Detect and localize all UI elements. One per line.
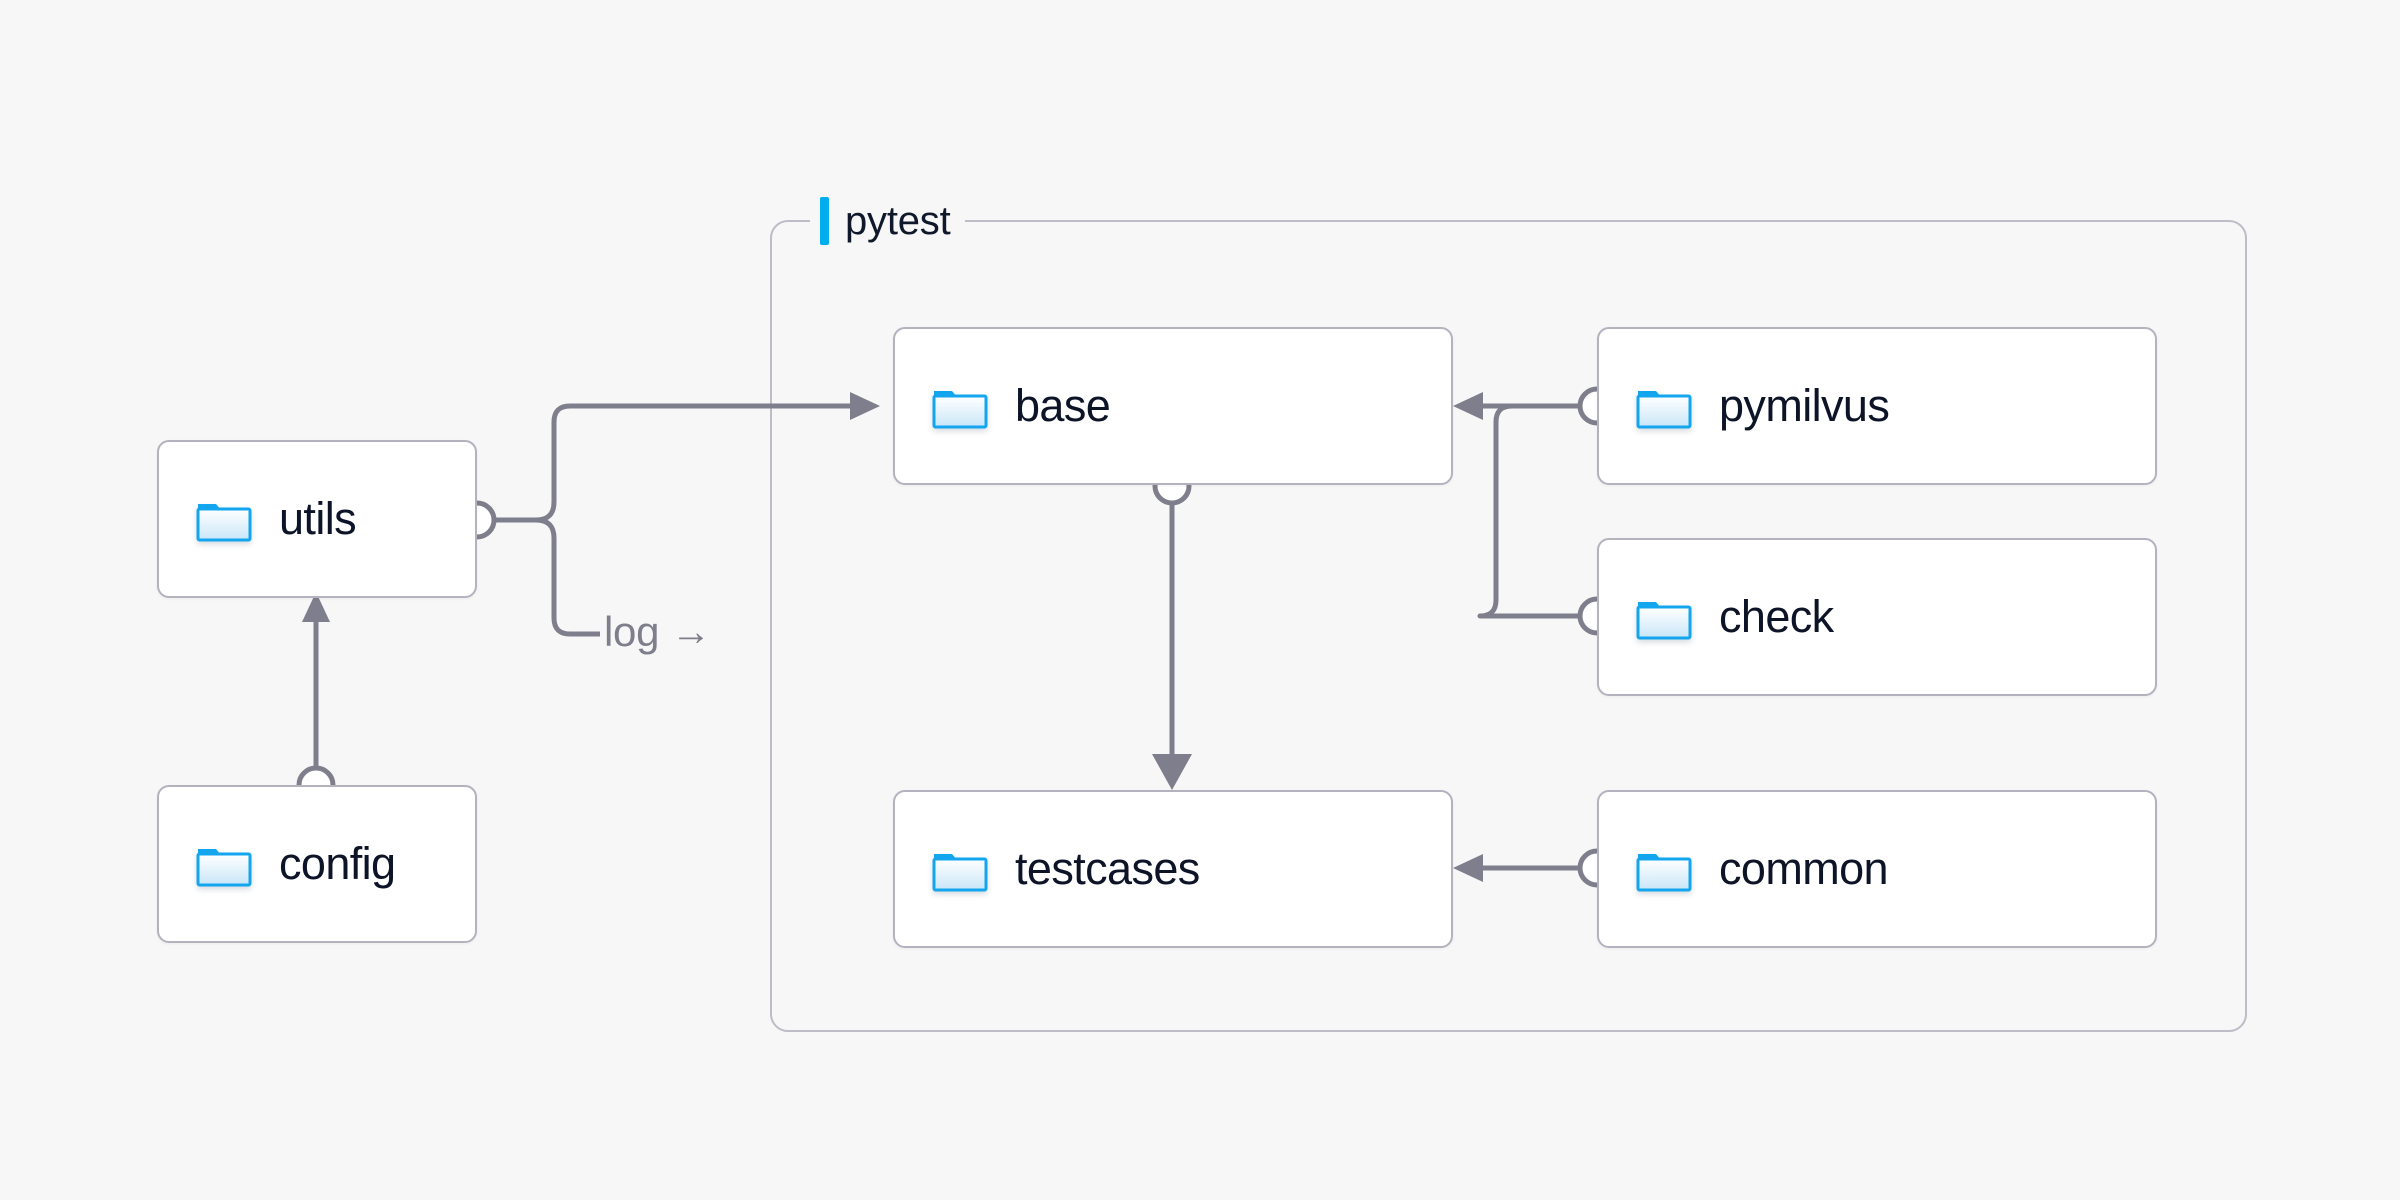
node-config[interactable]: config xyxy=(157,785,477,943)
group-title-text: pytest xyxy=(845,199,951,243)
node-common-label: common xyxy=(1719,843,1889,894)
node-config-label: config xyxy=(279,838,396,889)
node-pymilvus-label: pymilvus xyxy=(1719,380,1890,431)
edge-config-to-utils xyxy=(296,592,336,805)
folder-icon xyxy=(1636,391,1692,429)
node-check-label: check xyxy=(1719,591,1834,642)
arrow-right-icon: → xyxy=(671,609,711,654)
folder-icon xyxy=(196,849,252,887)
node-testcases[interactable]: testcases xyxy=(893,790,1453,948)
node-testcases-label: testcases xyxy=(1015,843,1200,894)
folder-icon xyxy=(1636,854,1692,892)
folder-icon xyxy=(932,854,988,892)
edge-utils-to-log xyxy=(457,500,600,637)
node-base[interactable]: base xyxy=(893,327,1453,485)
node-check[interactable]: check xyxy=(1597,538,2157,696)
node-utils-label: utils xyxy=(279,493,357,544)
folder-icon xyxy=(1636,602,1692,640)
group-pytest-label: pytest xyxy=(810,193,965,249)
edge-label-log: log → xyxy=(604,608,711,656)
group-pytest[interactable] xyxy=(770,220,2247,1032)
node-base-label: base xyxy=(1015,380,1111,431)
edge-label-log-text: log xyxy=(604,608,660,655)
node-utils[interactable]: utils xyxy=(157,440,477,598)
accent-bar-icon xyxy=(820,197,829,245)
folder-icon xyxy=(932,391,988,429)
folder-icon xyxy=(196,504,252,542)
node-pymilvus[interactable]: pymilvus xyxy=(1597,327,2157,485)
node-common[interactable]: common xyxy=(1597,790,2157,948)
